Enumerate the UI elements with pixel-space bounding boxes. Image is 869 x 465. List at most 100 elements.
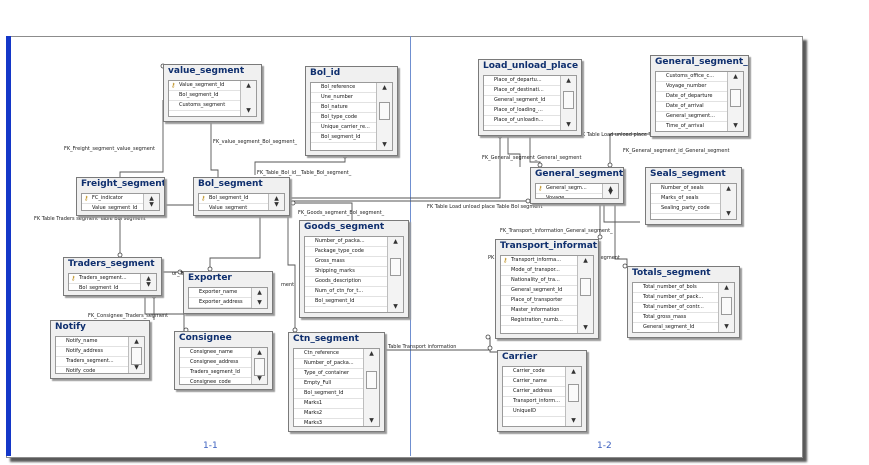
scroll-thumb[interactable] bbox=[721, 296, 732, 315]
scroll-up-icon[interactable]: ▲ bbox=[724, 284, 729, 291]
column-list[interactable]: ⚷Transport_informa...Mode_of_transpor...… bbox=[500, 255, 594, 334]
scrollbar[interactable]: ▲▼ bbox=[143, 194, 159, 210]
scroll-up-icon[interactable]: ▲ bbox=[566, 77, 571, 84]
relationship-line[interactable] bbox=[119, 100, 164, 177]
scrollbar[interactable]: ▲▼ bbox=[376, 83, 392, 150]
scroll-thumb[interactable] bbox=[254, 358, 265, 377]
column-row[interactable]: Type_of_container bbox=[294, 369, 363, 379]
column-row[interactable]: Number_of_packa... bbox=[294, 359, 363, 369]
column-row[interactable]: Empty_Full bbox=[294, 379, 363, 389]
column-row[interactable]: Exporter_name bbox=[189, 288, 251, 298]
column-list[interactable]: ⚷General_segm...Voyage...▲▼ bbox=[535, 183, 619, 199]
relationship-line[interactable] bbox=[529, 134, 541, 167]
column-row[interactable]: Time_of_arrival bbox=[656, 122, 727, 131]
column-row[interactable]: Unique_carrier_re... bbox=[311, 123, 376, 133]
relationship-line[interactable] bbox=[288, 134, 501, 199]
scroll-down-icon[interactable]: ▼ bbox=[257, 375, 262, 382]
scroll-down-icon[interactable]: ▼ bbox=[726, 210, 731, 217]
scrollbar[interactable]: ▲▼ bbox=[240, 81, 256, 116]
column-row[interactable]: Package_type_code bbox=[305, 247, 387, 257]
column-row[interactable]: Bol_nature bbox=[311, 103, 376, 113]
column-row[interactable]: Total_gross_mass bbox=[633, 313, 718, 323]
scroll-up-icon[interactable]: ▲ bbox=[146, 275, 151, 282]
column-row[interactable]: Carrier_name bbox=[503, 377, 565, 387]
column-row[interactable]: Mode_of_transpor... bbox=[501, 266, 577, 276]
column-row[interactable]: General_segment... bbox=[656, 112, 727, 122]
column-row[interactable]: General_segment_Id bbox=[501, 286, 577, 296]
column-row[interactable]: Bol_segment_Id bbox=[294, 389, 363, 399]
column-row[interactable]: Bol_reference bbox=[311, 83, 376, 93]
column-row[interactable]: Bol_type_code bbox=[311, 113, 376, 123]
column-list[interactable]: Place_of_departu...Place_of_destinati...… bbox=[483, 75, 577, 131]
scroll-thumb[interactable] bbox=[379, 101, 390, 120]
column-row[interactable]: UniqueID bbox=[503, 407, 565, 417]
column-row[interactable]: Consignee_name bbox=[180, 348, 251, 358]
column-row[interactable]: Place_of_unloadin... bbox=[484, 116, 560, 126]
scroll-thumb[interactable] bbox=[568, 383, 579, 402]
column-row[interactable]: Bol_segment_Id bbox=[305, 297, 387, 307]
column-row[interactable]: ⚷Transport_informa... bbox=[501, 256, 577, 266]
scrollbar[interactable]: ▲▼ bbox=[363, 349, 379, 426]
scroll-down-icon[interactable]: ▼ bbox=[134, 364, 139, 371]
column-row[interactable]: Marks3 bbox=[294, 419, 363, 426]
scroll-up-icon[interactable]: ▲ bbox=[257, 289, 262, 296]
scrollbar[interactable]: ▲▼ bbox=[387, 237, 403, 312]
column-row[interactable]: Consignee_code bbox=[180, 378, 251, 384]
column-row[interactable]: Master_information bbox=[501, 306, 577, 316]
column-row[interactable]: Exporter_address bbox=[189, 298, 251, 308]
scroll-thumb[interactable] bbox=[563, 91, 574, 110]
column-row[interactable]: Traders_segment_Id bbox=[180, 368, 251, 378]
scroll-down-icon[interactable]: ▼ bbox=[246, 107, 251, 114]
scroll-up-icon[interactable]: ▲ bbox=[257, 349, 262, 356]
relationship-line[interactable] bbox=[507, 134, 521, 167]
scrollbar[interactable]: ▲▼ bbox=[577, 256, 593, 333]
column-row[interactable]: Notify_code bbox=[56, 367, 128, 373]
column-row[interactable]: Place_of_transporter bbox=[501, 296, 577, 306]
scrollbar[interactable]: ▲▼ bbox=[128, 337, 144, 373]
column-row[interactable]: Nationality_of_tra... bbox=[501, 276, 577, 286]
column-row[interactable]: Bol_segment_Id bbox=[169, 91, 240, 101]
relationship-line[interactable] bbox=[614, 202, 628, 266]
scroll-up-icon[interactable]: ▲ bbox=[134, 338, 139, 345]
column-row[interactable]: Bol_segment_Id bbox=[311, 133, 376, 143]
scroll-down-icon[interactable]: ▼ bbox=[583, 324, 588, 331]
scroll-down-icon[interactable]: ▼ bbox=[149, 201, 154, 208]
column-row[interactable]: Consignee_address bbox=[180, 358, 251, 368]
column-row[interactable]: Une_number bbox=[311, 93, 376, 103]
column-row[interactable]: Goods_description bbox=[305, 277, 387, 287]
scrollbar[interactable]: ▲▼ bbox=[140, 274, 156, 290]
relationship-line[interactable] bbox=[382, 337, 491, 351]
relationship-line[interactable] bbox=[144, 294, 185, 331]
column-row[interactable]: Place_of_departu... bbox=[484, 76, 560, 86]
scroll-up-icon[interactable]: ▲ bbox=[149, 195, 154, 202]
column-row[interactable]: ⚷Bol_segment_Id bbox=[199, 194, 268, 204]
scroll-thumb[interactable] bbox=[366, 370, 377, 389]
column-row[interactable]: ⚷Value_segment_Id bbox=[169, 81, 240, 91]
column-row[interactable]: Date_of_departure bbox=[656, 92, 727, 102]
column-row[interactable]: Marks2 bbox=[294, 409, 363, 419]
column-row[interactable]: Sealing_party_code bbox=[651, 204, 720, 214]
column-row[interactable]: ⚷Traders_segment... bbox=[69, 274, 140, 284]
scroll-down-icon[interactable]: ▼ bbox=[382, 141, 387, 148]
column-row[interactable]: ⚷General_segm... bbox=[536, 184, 602, 194]
table-transport-information[interactable]: Transport_information⚷Transport_informa.… bbox=[495, 239, 599, 339]
scroll-down-icon[interactable]: ▼ bbox=[724, 323, 729, 330]
scroll-down-icon[interactable]: ▼ bbox=[608, 189, 613, 196]
column-row[interactable]: Transport_inform... bbox=[503, 397, 565, 407]
scrollbar[interactable]: ▲▼ bbox=[720, 184, 736, 219]
scrollbar[interactable]: ▲▼ bbox=[602, 184, 618, 198]
column-row[interactable]: Date_of_arrival bbox=[656, 102, 727, 112]
scroll-thumb[interactable] bbox=[730, 88, 741, 107]
column-row[interactable]: Registration_numb... bbox=[501, 316, 577, 326]
